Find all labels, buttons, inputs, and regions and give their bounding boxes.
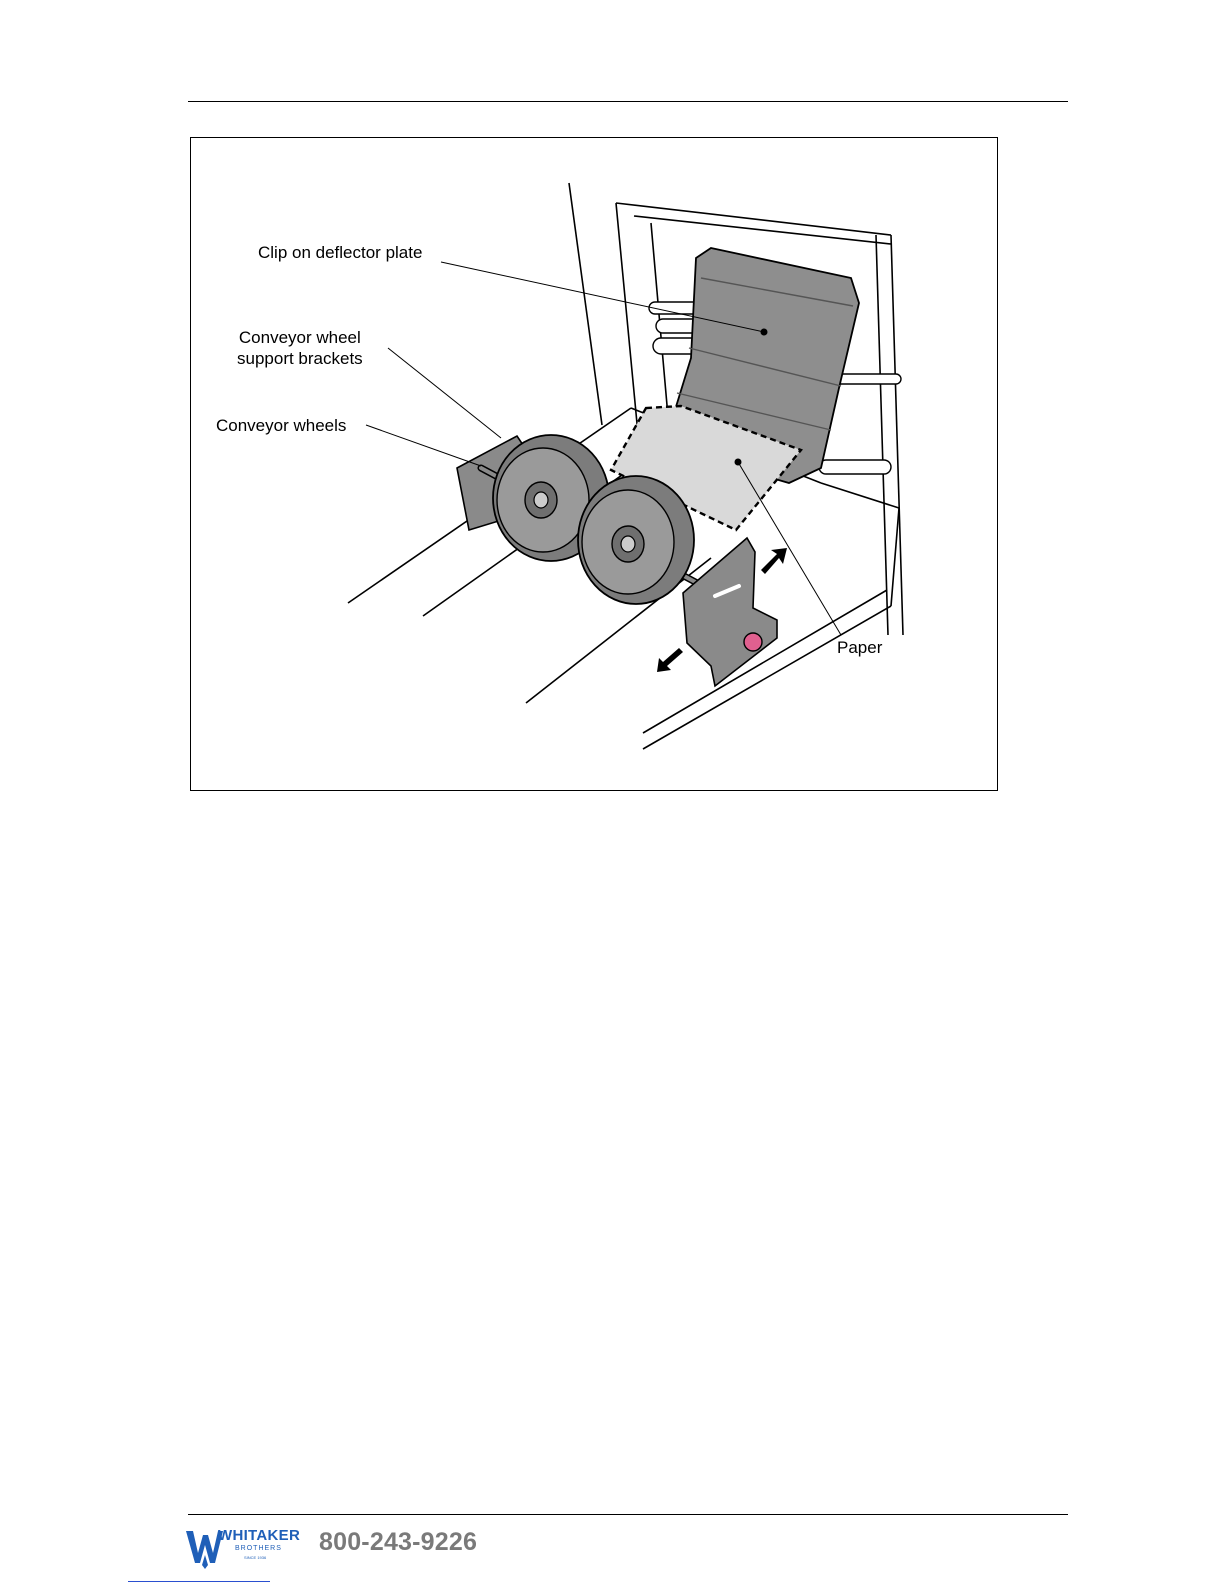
deflector-leader-dot (761, 329, 768, 336)
header-rule (188, 101, 1068, 102)
logo-brand-since: SINCE 1936 (244, 1555, 266, 1560)
logo-brand-sub: BROTHERS (235, 1545, 282, 1552)
paper-leader-dot (735, 459, 742, 466)
label-paper: Paper (837, 637, 882, 658)
conveyor-illustration (191, 138, 997, 790)
footer-link-underline[interactable] (128, 1581, 270, 1582)
label-deflector-plate: Clip on deflector plate (258, 242, 422, 263)
label-support-brackets: Conveyor wheel support brackets (237, 327, 363, 369)
label-support-brackets-line1: Conveyor wheel (237, 327, 363, 348)
footer-rule (188, 1514, 1068, 1515)
label-support-brackets-line2: support brackets (237, 348, 363, 369)
whitaker-logo: WHITAKER BROTHERS SINCE 1936 (185, 1525, 305, 1569)
logo-brand: WHITAKER (218, 1527, 300, 1544)
footer-phone: 800-243-9226 (319, 1528, 477, 1557)
figure-frame: Clip on deflector plate Conveyor wheel s… (190, 137, 998, 791)
label-conveyor-wheels: Conveyor wheels (216, 415, 346, 436)
